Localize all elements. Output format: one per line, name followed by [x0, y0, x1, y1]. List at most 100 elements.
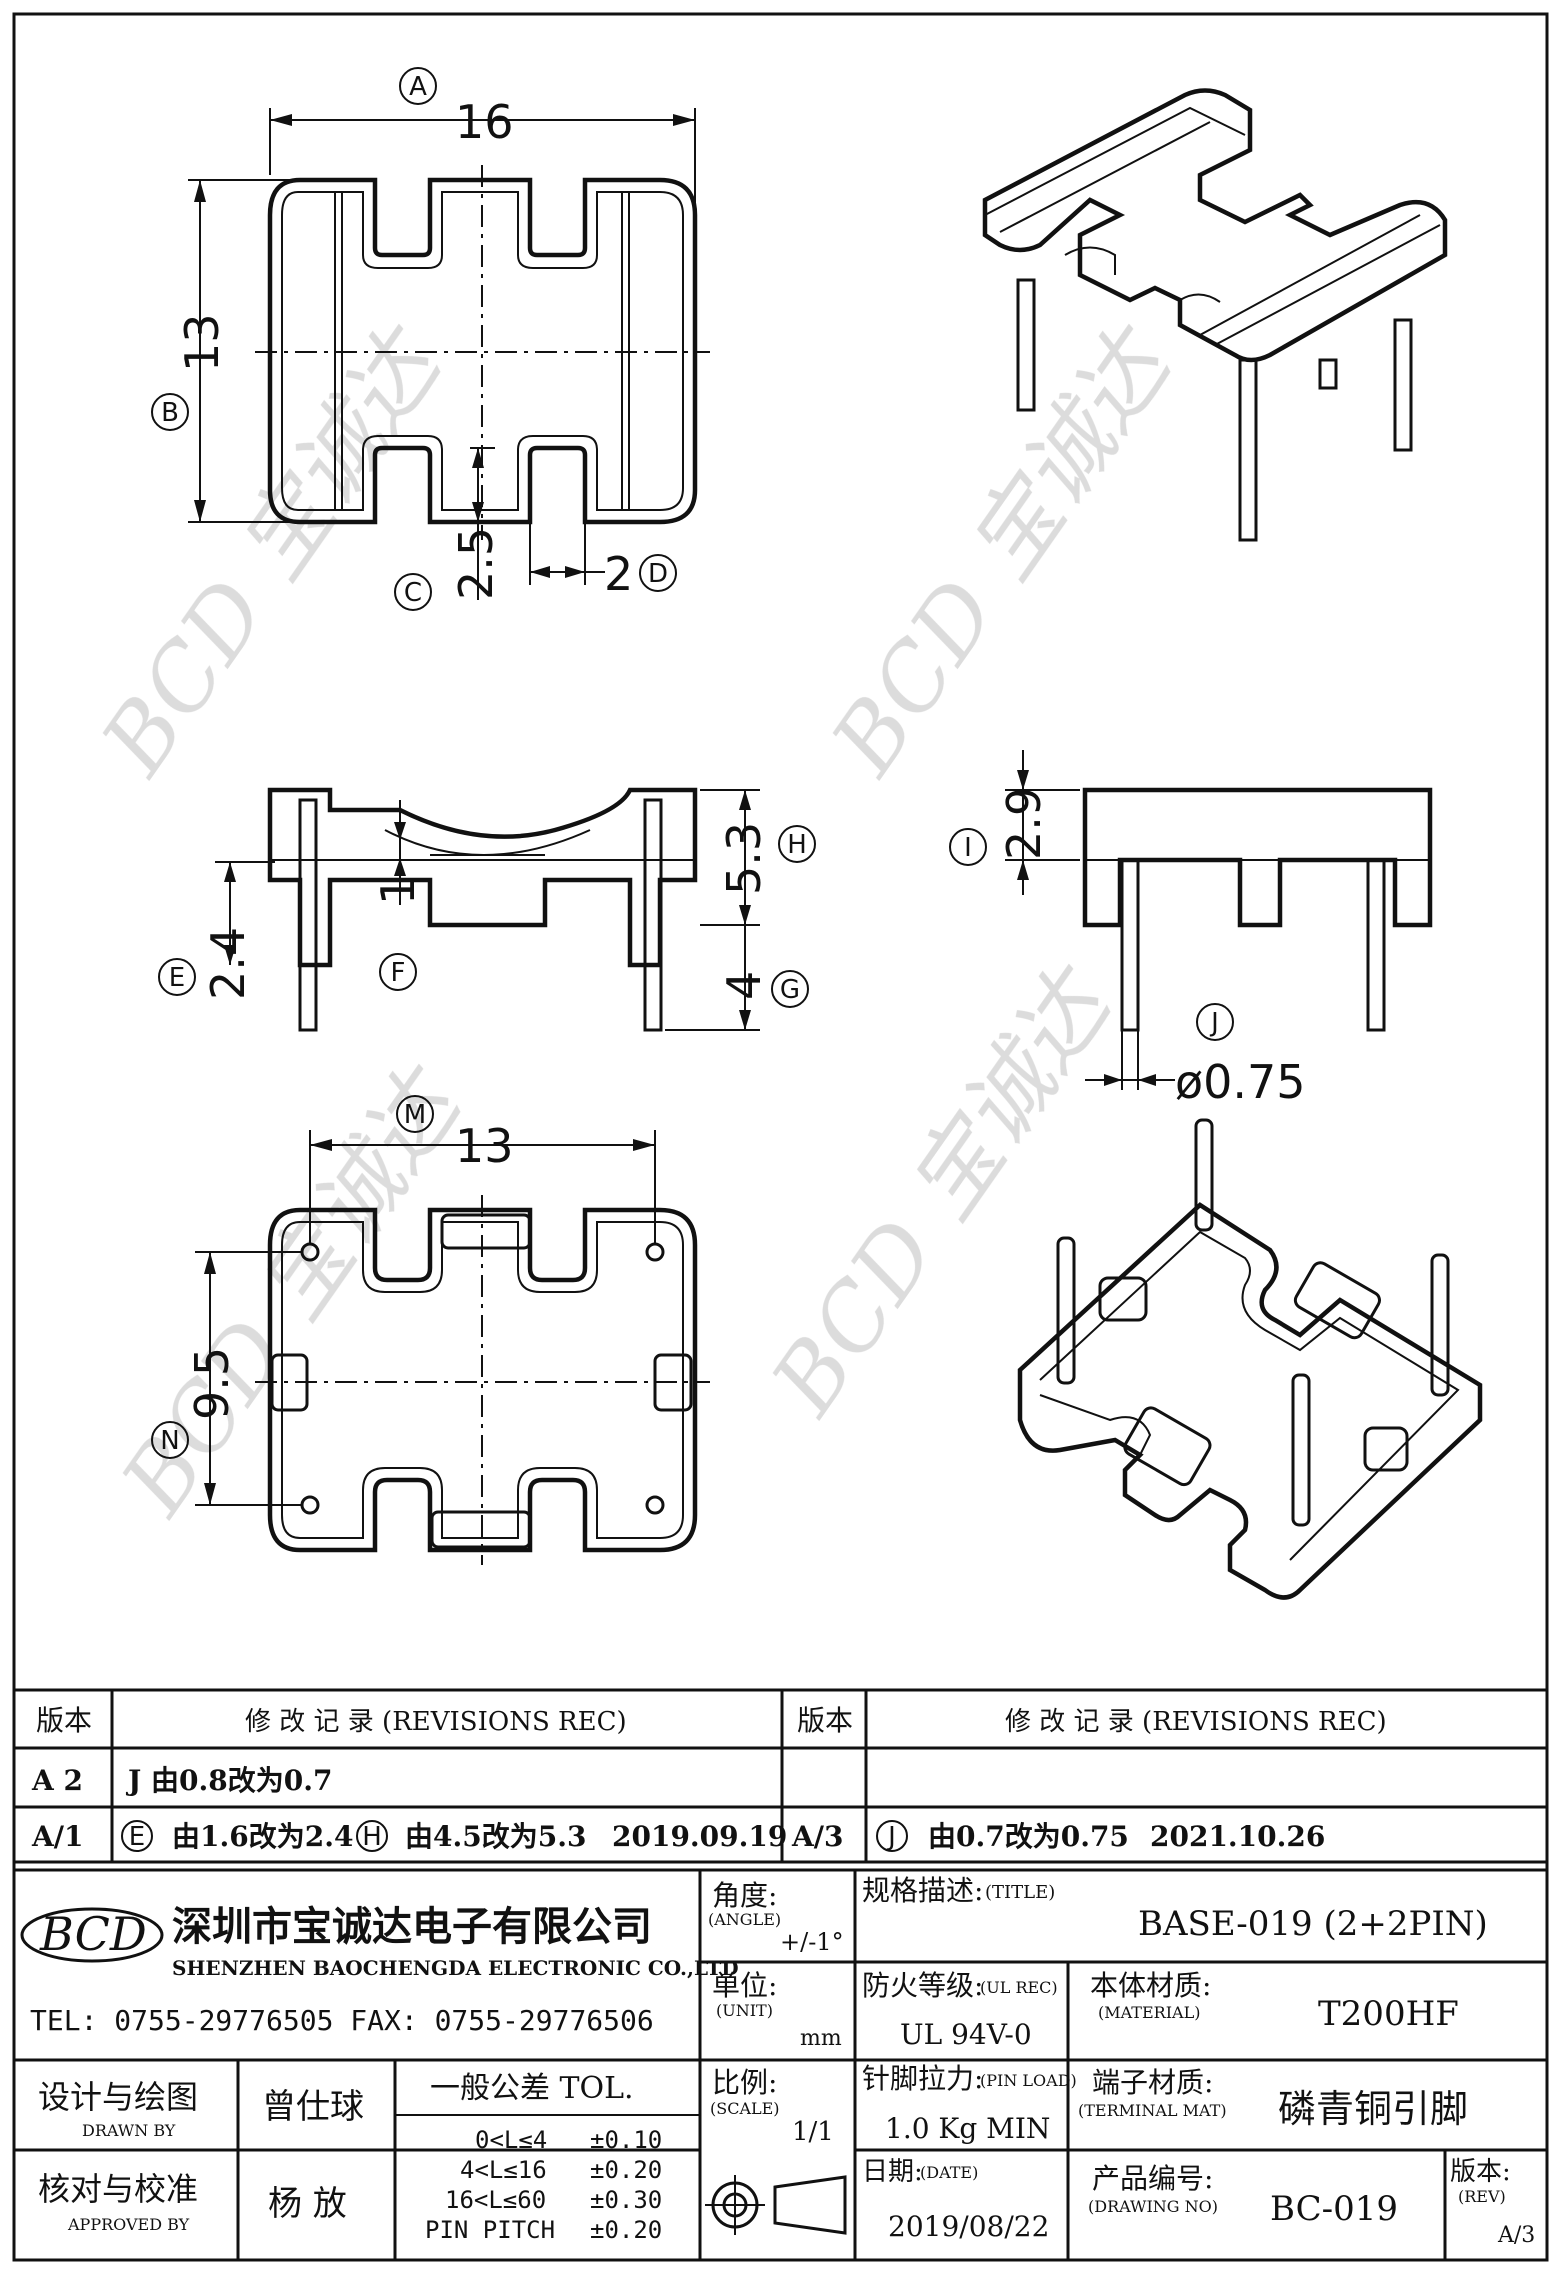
rev-row1-text: J 由0.8改为0.7 — [125, 1764, 332, 1797]
ul-en: (UL REC) — [980, 1978, 1058, 1997]
angle-label: 角度: — [712, 1879, 777, 1912]
dim-h-arrow-t — [739, 790, 751, 810]
dim-n-bubble — [151, 1421, 189, 1459]
side-view-body — [1082, 787, 1433, 928]
dim-j-arrow-l — [1104, 1074, 1122, 1086]
tol-row1-range: 0<L≤4 — [475, 2126, 547, 2154]
designed-en: DRAWN BY — [82, 2121, 176, 2140]
dim-i-bubble — [949, 828, 987, 866]
dim-m-arrow-r — [633, 1139, 655, 1151]
dim-c-bubble — [394, 573, 432, 611]
side-view-pin-left — [1120, 858, 1140, 1032]
title-value: BASE-019 (2+2PIN) — [1138, 1904, 1488, 1944]
company-logo: BCD — [20, 1907, 164, 1963]
iso-bottom-inner2 — [1039, 1394, 1152, 1456]
bottom-view-boss-top — [440, 1213, 532, 1250]
dim-f-arrow-b — [394, 858, 406, 876]
dim-g-bubble-label: G — [780, 975, 800, 1005]
dim-j-bubble-label: J — [1209, 1008, 1219, 1038]
material-value: T200HF — [1318, 1994, 1459, 2034]
tol-row4-value: ±0.20 — [590, 2216, 662, 2244]
date-label: 日期: — [862, 2157, 923, 2187]
front-view-body — [267, 787, 698, 968]
dim-c-value: 2.5 — [449, 527, 503, 600]
iso-bottom-boss-2 — [1293, 1261, 1381, 1340]
dim-e-bubble — [158, 958, 196, 996]
designed-value: 曾仕球 — [262, 2087, 364, 2127]
company-logo-swoosh — [20, 1907, 164, 1963]
iso-bottom-pin-3 — [1430, 1253, 1450, 1397]
dim-a-arrow-r — [673, 114, 695, 126]
unit-en: (UNIT) — [716, 2001, 773, 2020]
title-block: BCD 深圳市宝诚达电子有限公司 SHENZHEN BAOCHENGDA ELE… — [14, 1868, 1547, 2260]
dim-m-value: 13 — [455, 1119, 514, 1173]
title-label: 规格描述: — [862, 1874, 983, 1907]
dim-e-value: 2.4 — [201, 927, 255, 1000]
dim-i-arrow-t — [1017, 770, 1029, 790]
sheet-frame — [12, 12, 1549, 2262]
rev-row2-bubble2 — [356, 1820, 388, 1852]
rev-right-row2-bubble — [876, 1820, 908, 1852]
drawing-value: BC-019 — [1270, 2189, 1398, 2229]
dim-d-bubble — [639, 554, 677, 592]
watermark-3: BCD 宝诚达 — [751, 949, 1135, 1435]
terminal-label: 端子材质: — [1092, 2066, 1213, 2099]
iso-top-top-edge2 — [999, 121, 1211, 233]
dim-b-bubble — [151, 393, 189, 431]
angle-value: +/-1° — [780, 1928, 844, 1956]
iso-top-pin-1 — [1016, 278, 1036, 412]
angle-en: (ANGLE) — [708, 1910, 781, 1929]
dim-d-arrow-r — [565, 566, 585, 578]
rev-col-rec-right: 修 改 记 录 (REVISIONS REC) — [1005, 1707, 1387, 1737]
rev-row2-date: 2019.09.19 — [612, 1820, 787, 1853]
dim-g-arrow-b — [739, 1010, 751, 1030]
front-view: 2.4 E 1 F 5.3 H 4 G — [158, 787, 816, 1032]
rev-right-row2-date: 2021.10.26 — [1150, 1820, 1325, 1853]
dim-a-arrow-l — [270, 114, 292, 126]
designed-label: 设计与绘图 — [38, 2078, 198, 2116]
rev-col-rev-left: 版本 — [36, 1704, 92, 1737]
dim-i-arrow-b — [1017, 860, 1029, 880]
rev-right-row2-text: 由0.7改为0.75 — [928, 1820, 1129, 1853]
rev-col-rev-right: 版本 — [797, 1704, 853, 1737]
pinload-en: (PIN LOAD) — [980, 2071, 1077, 2090]
top-view: 16 A 13 B 2.5 C 2 D — [151, 67, 710, 611]
date-en: (DATE) — [920, 2163, 978, 2182]
side-view: 2.9 I ø0.75 J — [949, 750, 1433, 1109]
company-name-en: SHENZHEN BAOCHENGDA ELECTRONIC CO.,LTD — [172, 1956, 739, 1980]
rev-row2-bubble2-label: H — [362, 1822, 382, 1852]
dim-h-bubble-label: H — [787, 830, 807, 860]
bottom-view: 13 M 9.5 N — [151, 1095, 710, 1565]
dim-m-arrow-l — [310, 1139, 332, 1151]
iso-bottom-pin-2 — [1056, 1236, 1076, 1385]
tol-row2-value: ±0.20 — [590, 2156, 662, 2184]
dim-h-bubble — [778, 825, 816, 863]
rev-row2-rev: A/1 — [31, 1820, 83, 1853]
top-view-inner — [281, 191, 684, 511]
scale-value: 1/1 — [792, 2117, 834, 2147]
tol-row3-range: 16<L≤60 — [445, 2186, 546, 2214]
dim-e-arrow-t — [224, 862, 236, 882]
drawing-en: (DRAWING NO) — [1088, 2197, 1218, 2216]
dim-i-bubble-label: I — [964, 833, 972, 863]
rev-row2-bubble1 — [121, 1820, 153, 1852]
bottom-view-inner — [281, 1221, 684, 1539]
dim-h-value: 5.3 — [717, 822, 771, 895]
iso-bottom-inner — [1039, 1230, 1460, 1561]
dim-m-bubble-label: M — [404, 1100, 426, 1130]
iso-bottom-boss-4 — [1363, 1426, 1409, 1472]
dim-i-value: 2.9 — [997, 787, 1051, 860]
unit-value: mm — [800, 2026, 842, 2051]
dim-n-bubble-label: N — [160, 1426, 179, 1456]
dim-n-arrow-b — [204, 1483, 216, 1505]
rev-en: (REV) — [1458, 2187, 1506, 2206]
dim-c-arrow-b — [472, 502, 484, 522]
front-view-pin-right — [643, 798, 663, 1032]
dim-b-value: 13 — [175, 313, 229, 372]
bottom-view-pin-hole-2 — [645, 1242, 665, 1262]
iso-bottom-pin-1 — [1194, 1118, 1214, 1232]
dim-b-arrow-b — [194, 500, 206, 522]
bottom-view-outline — [267, 1207, 698, 1553]
dim-a-value: 16 — [455, 95, 514, 149]
